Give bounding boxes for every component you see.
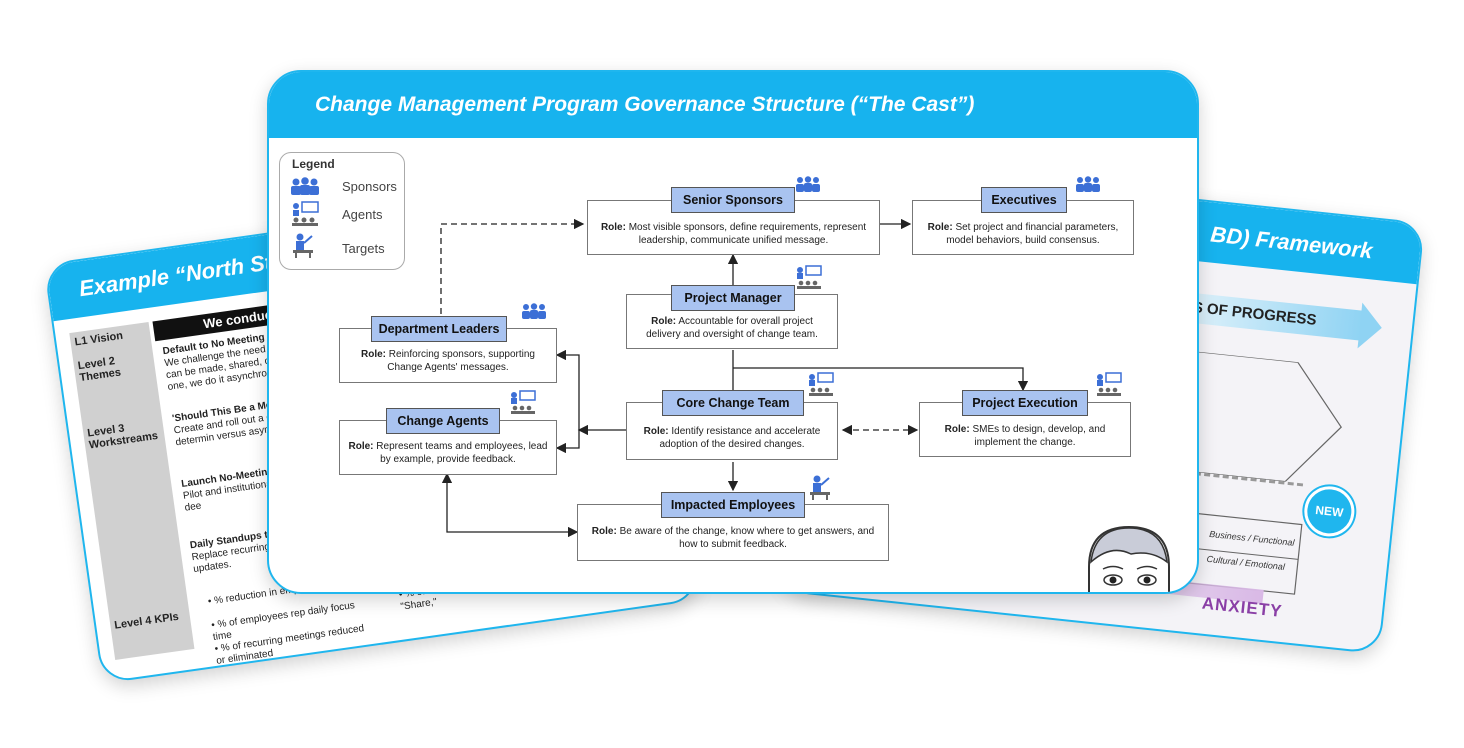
- arrow-right-icon: [1357, 302, 1385, 351]
- change-agents-title: Change Agents: [386, 408, 500, 434]
- senior-sponsors-title: Senior Sponsors: [671, 187, 795, 213]
- agents-icon: [797, 265, 822, 289]
- legend-title: Legend: [292, 157, 335, 171]
- connector: [555, 430, 580, 454]
- sponsors-icon: [291, 177, 319, 195]
- connector: [733, 367, 1029, 392]
- connector: [440, 218, 585, 324]
- legend: Legend Sponsors Agents Targets: [279, 152, 405, 270]
- department-leaders-title: Department Leaders: [371, 316, 507, 342]
- role-text: Role: Represent teams and employees, lea…: [348, 441, 548, 465]
- sponsors-icon: [796, 176, 820, 192]
- face-illustration: [1088, 525, 1170, 592]
- role-text: Role: Be aware of the change, know where…: [591, 526, 875, 550]
- role-text: Role: Set project and financial paramete…: [927, 222, 1119, 246]
- sponsors-icon: [1076, 176, 1100, 192]
- role-text: Role: SMEs to design, develop, and imple…: [944, 424, 1106, 448]
- progress-band: ES OF PROGRESS: [1171, 290, 1364, 341]
- agents-icon: [511, 390, 536, 414]
- executives-title: Executives: [981, 187, 1067, 213]
- sponsors-icon: [522, 303, 546, 319]
- targets-icon: [810, 475, 830, 500]
- impacted-employees-title: Impacted Employees: [661, 492, 805, 518]
- role-text: Role: Identify resistance and accelerate…: [643, 426, 821, 450]
- governance-card: Change Management Program Governance Str…: [267, 70, 1199, 594]
- agents-icon: [1097, 372, 1122, 396]
- core-change-team-title: Core Change Team: [662, 390, 804, 416]
- chevron-shape: [1185, 351, 1342, 483]
- targets-icon: [293, 233, 313, 258]
- agents-icon: [292, 201, 319, 226]
- agents-icon: [809, 372, 834, 396]
- project-manager-title: Project Manager: [671, 285, 795, 311]
- legend-label: Agents: [342, 207, 383, 222]
- legend-label: Sponsors: [342, 179, 397, 194]
- role-text: Role: Accountable for overall project de…: [646, 316, 818, 340]
- legend-label: Targets: [342, 241, 385, 256]
- connector: [555, 349, 580, 430]
- connector: [441, 472, 579, 538]
- project-execution-title: Project Execution: [962, 390, 1088, 416]
- role-text: Role: Most visible sponsors, define requ…: [600, 222, 867, 246]
- role-text: Role: Reinforcing sponsors, supporting C…: [361, 349, 535, 373]
- card-title: Change Management Program Governance Str…: [269, 72, 1197, 138]
